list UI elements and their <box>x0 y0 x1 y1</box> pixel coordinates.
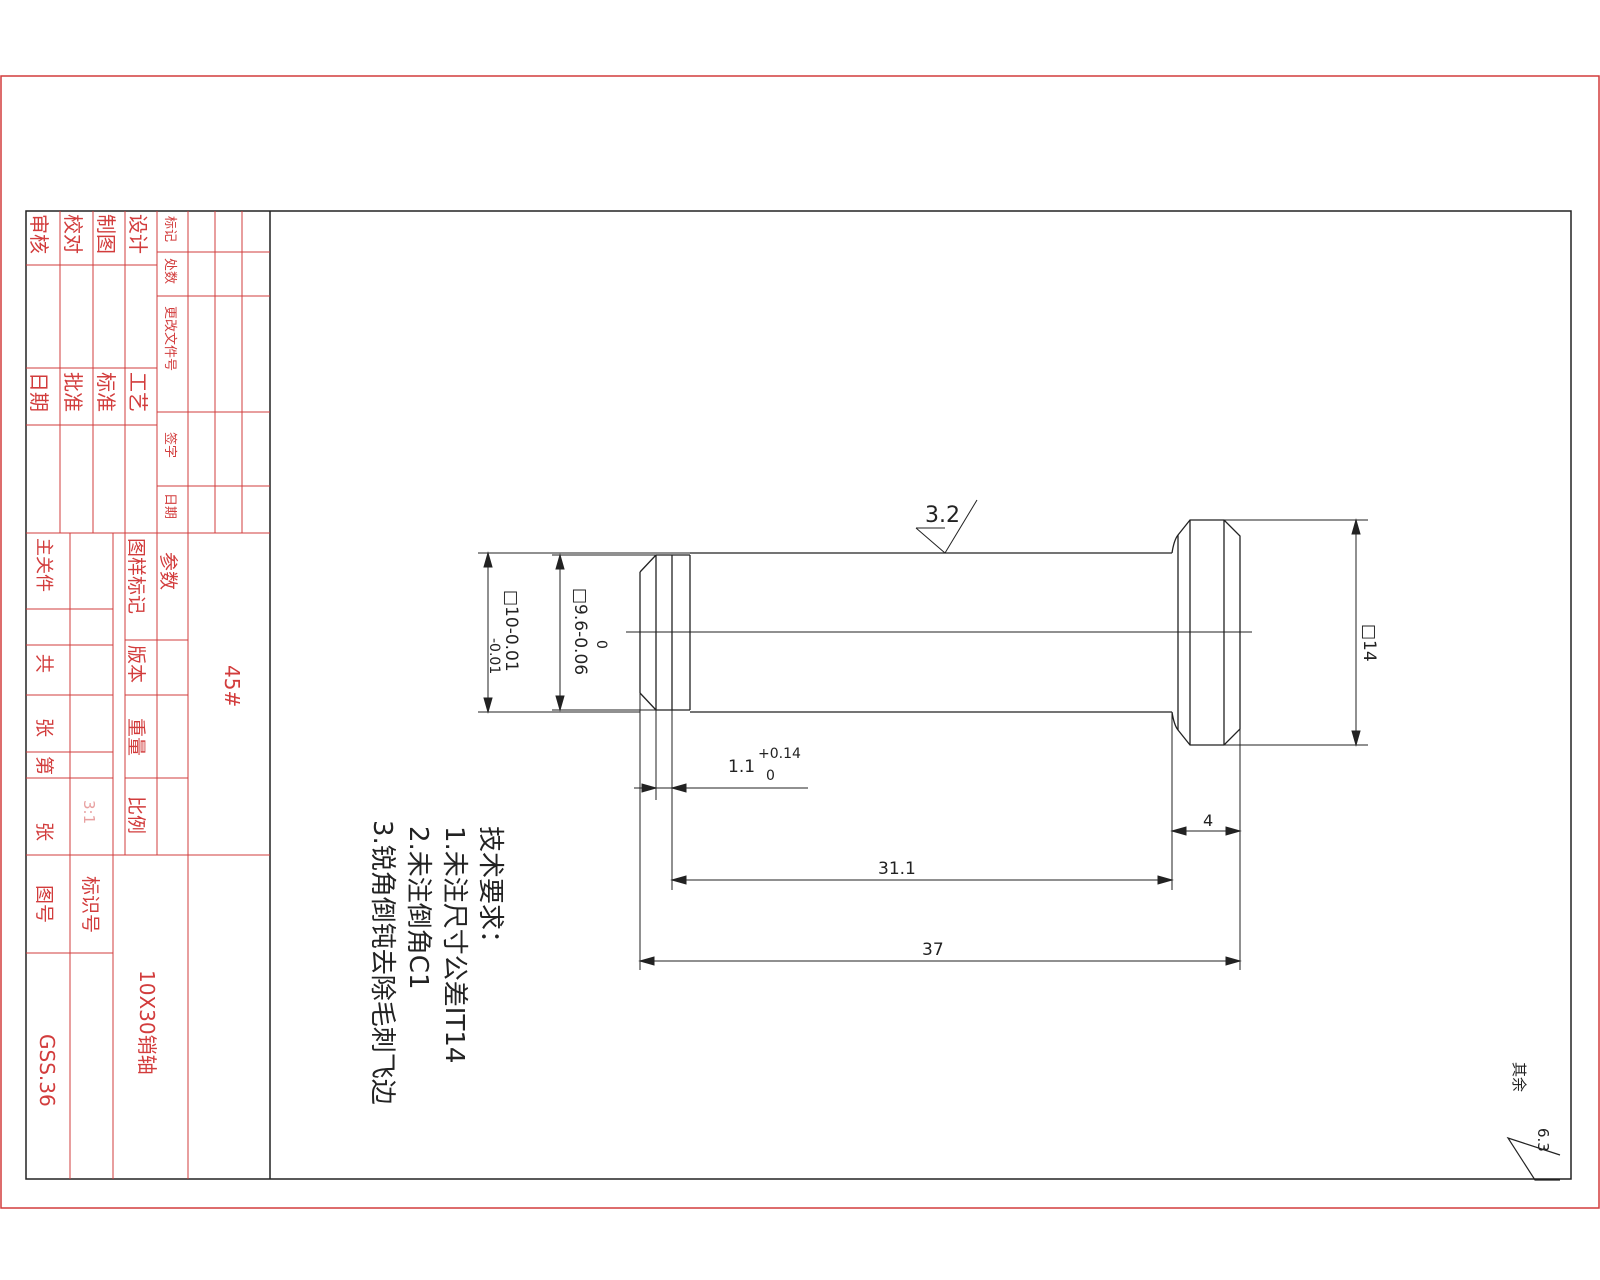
dim-dia-outer-tol: -0.01 <box>486 638 502 674</box>
tb-drawing-no: GSS.36 <box>35 1034 59 1107</box>
tb-material: 45# <box>220 665 244 707</box>
tb-total: 共 <box>33 654 55 673</box>
tb-draft: 制图 <box>94 214 118 254</box>
tb-key-part: 主关件 <box>33 538 54 592</box>
dim-groove-tol-lower: 0 <box>766 768 775 784</box>
dim-dia-groove-tol: 0 <box>593 640 609 649</box>
dimension-lines <box>478 499 1368 970</box>
tb-change-doc: 更改文件号 <box>162 306 177 371</box>
roughness-rest: 其余 6.3 <box>1506 1062 1561 1181</box>
tb-sheet2: 张 <box>33 822 55 841</box>
dim-total-length: 37 <box>922 940 944 960</box>
tb-sample-mark: 图样标记 <box>125 538 147 614</box>
tb-sheet: 张 <box>33 718 55 737</box>
tb-param: 参数 <box>157 552 179 590</box>
sheet-border <box>0 75 1600 1209</box>
tb-sign: 签字 <box>162 432 178 458</box>
dim-dia-groove: □9.6-0.06 <box>570 588 590 675</box>
tb-part-name: 10X30销轴 <box>135 970 159 1075</box>
title-block <box>26 211 271 1179</box>
roughness-rest-value: 6.3 <box>1534 1128 1552 1152</box>
dimension-texts: 3.2 □10-0.01 -0.01 □9.6-0.06 0 □14 1.1 +… <box>486 503 1379 960</box>
roughness-top: 3.2 <box>925 503 960 528</box>
dim-shaft-length: 31.1 <box>878 859 916 879</box>
dim-dia-outer: □10-0.01 <box>501 590 521 672</box>
tb-page-no: 第 <box>33 756 55 775</box>
tb-drawing-no-label: 图号 <box>33 885 55 923</box>
tb-review: 审核 <box>27 214 51 254</box>
roughness-rest-symbol <box>1506 1136 1561 1181</box>
title-block-text: 标记 处数 更改文件号 签字 日期 设计 制图 校对 审核 工艺 标准 批准 日… <box>27 214 244 1107</box>
tb-approve: 批准 <box>61 372 85 412</box>
tb-proofread: 校对 <box>61 214 85 254</box>
tb-process: 工艺 <box>126 372 150 412</box>
inner-frame <box>25 210 1572 1180</box>
tb-version: 版本 <box>125 645 147 683</box>
technical-notes: 技术要求： 1.未注尺寸公差IT14 2.未注倒角C1 3.锐角倒钝去除毛刺飞边 <box>367 820 505 1105</box>
tb-scale-value: 3:1 <box>80 800 98 824</box>
tb-scale: 比例 <box>125 796 147 834</box>
dim-groove-tol-upper: +0.14 <box>758 746 801 762</box>
tb-date-small: 日期 <box>162 493 177 519</box>
tb-standard: 标准 <box>94 372 118 412</box>
tb-count: 处数 <box>162 258 177 284</box>
tb-date: 日期 <box>27 372 51 412</box>
dim-head-width: 4 <box>1203 811 1213 830</box>
tb-design: 设计 <box>126 214 150 254</box>
notes-title: 技术要求： <box>475 826 505 956</box>
tb-id-label: 标识号 <box>79 876 101 933</box>
dim-dia-head: □14 <box>1359 624 1379 662</box>
note-3: 3.锐角倒钝去除毛刺飞边 <box>367 820 397 1105</box>
tb-mark: 标记 <box>162 216 177 242</box>
dim-groove-width: 1.1 <box>728 757 755 777</box>
note-2: 2.未注倒角C1 <box>403 826 433 990</box>
tb-weight: 重量 <box>125 718 147 756</box>
roughness-rest-label: 其余 <box>1510 1062 1528 1092</box>
note-1: 1.未注尺寸公差IT14 <box>439 826 469 1063</box>
